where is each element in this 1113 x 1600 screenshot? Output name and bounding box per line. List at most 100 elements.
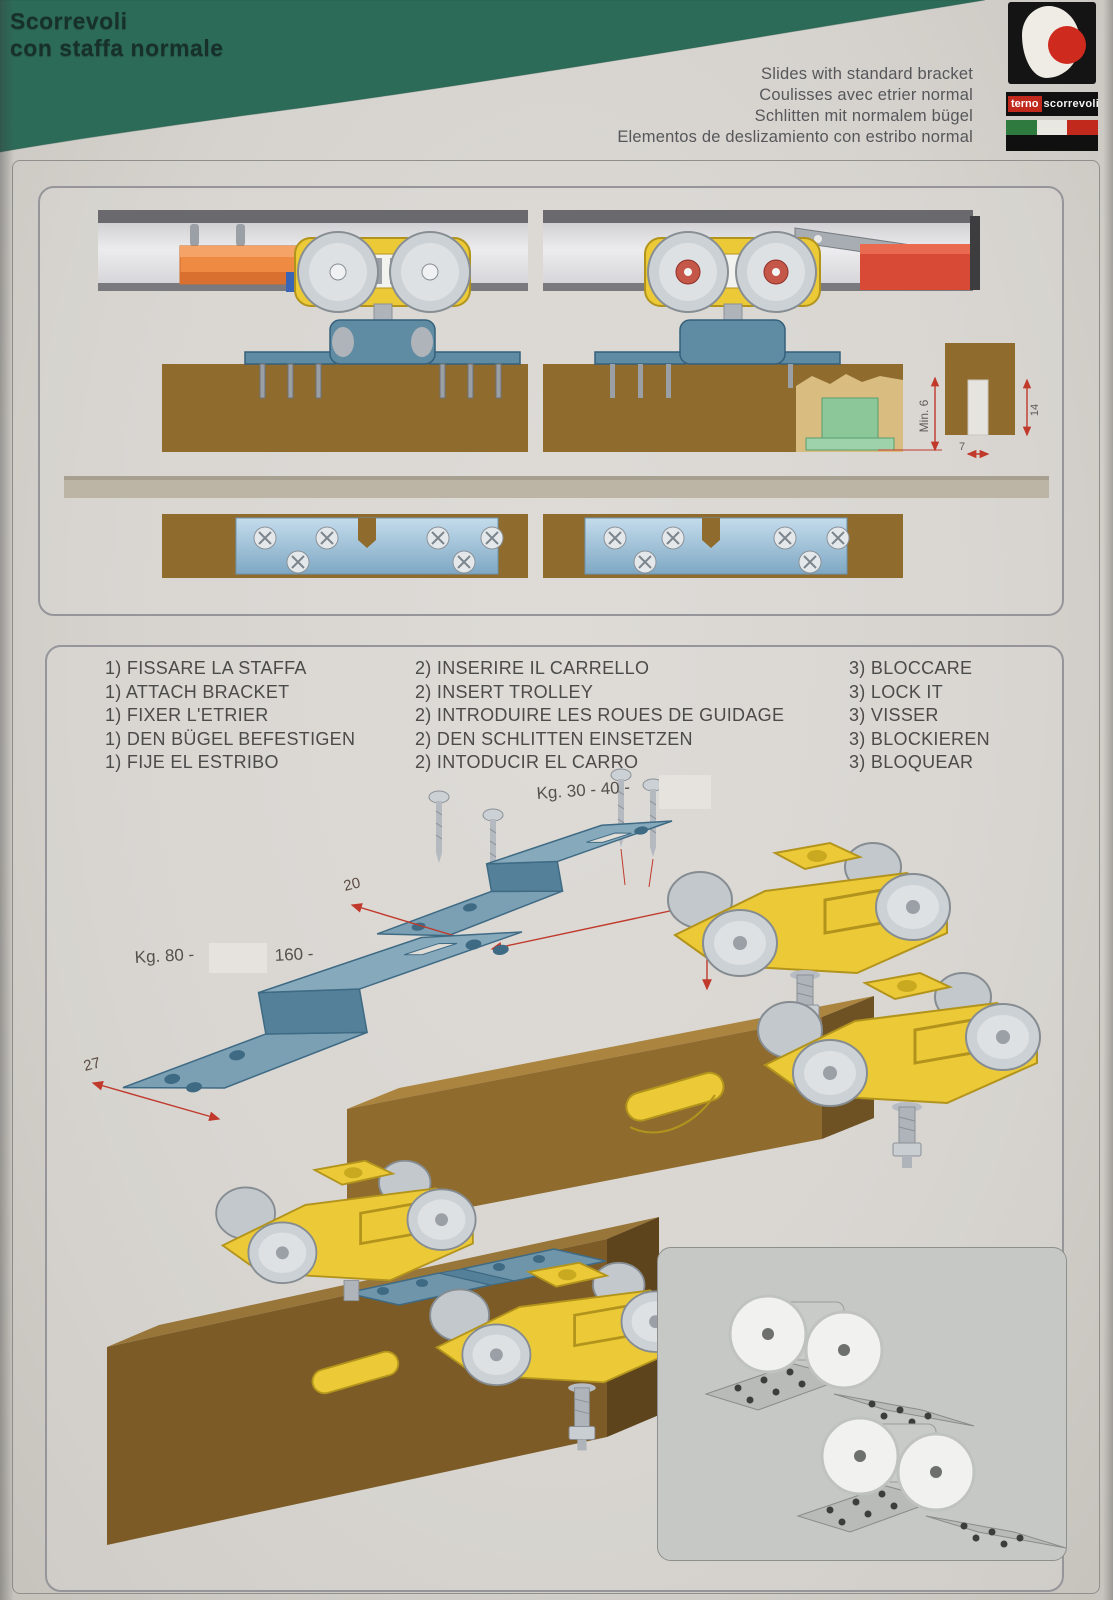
svg-text:7: 7 xyxy=(959,441,965,453)
svg-text:20: 20 xyxy=(342,874,362,895)
svg-text:14: 14 xyxy=(1029,404,1041,416)
trolley-iso-inserting xyxy=(311,1261,691,1451)
photo-trolley-assembly xyxy=(796,1416,1066,1549)
track-section-left xyxy=(98,210,528,452)
whiteout-patch xyxy=(209,943,267,973)
step1-de: 1) DEN BÜGEL BEFESTIGEN xyxy=(105,728,356,749)
step3-en: 3) LOCK IT xyxy=(849,681,944,702)
svg-text:Min. 6: Min. 6 xyxy=(917,399,931,432)
assembly-panel: 1) FISSARE LA STAFFA 1) ATTACH BRACKET 1… xyxy=(45,645,1067,1592)
routed-groove xyxy=(967,379,989,436)
logo-brand-rest: scorrevoli xyxy=(1043,98,1100,110)
trolley-iso-mounted xyxy=(215,1159,477,1302)
dimension-min6: Min. 6 xyxy=(878,376,942,452)
step1-it: 1) FISSARE LA STAFFA xyxy=(105,658,307,678)
weight-label-large-a: Kg. 80 - xyxy=(134,945,194,967)
step1-fr: 1) FIXER L'ETRIER xyxy=(105,705,269,725)
arm-hole xyxy=(814,235,822,243)
step2-en: 2) INSERT TROLLEY xyxy=(415,681,594,702)
floor-strip xyxy=(64,476,1049,498)
floor-strip-edge xyxy=(64,476,1049,480)
step3-it: 3) BLOCCARE xyxy=(849,658,973,678)
green-swoosh xyxy=(0,0,986,153)
italian-flag-stripe xyxy=(1006,120,1099,135)
bracket-screws xyxy=(259,363,502,399)
trolley-wheel-red-hub xyxy=(735,231,817,313)
step1-en: 1) ATTACH BRACKET xyxy=(105,681,290,702)
product-photo-inset xyxy=(657,1247,1067,1561)
svg-text:27: 27 xyxy=(82,1054,102,1075)
step3-es: 3) BLOQUEAR xyxy=(849,752,974,772)
dimension-7: 7 xyxy=(959,441,990,459)
trolley-bolt xyxy=(892,1102,922,1168)
bracket-bottom-view-left xyxy=(162,514,528,578)
product-photo-drawing xyxy=(704,1294,1066,1549)
subtitle-de: Schlitten mit normalem bügel xyxy=(754,107,973,125)
cross-section-panel: Min. 6 14 7 xyxy=(38,186,1064,616)
logo-bottom-band xyxy=(1006,135,1098,151)
trolley-iso xyxy=(667,841,951,1028)
subtitle-fr: Coulisses avec etrier normal xyxy=(759,86,973,104)
logo-wordmark: terno scorrevoli xyxy=(1006,92,1100,116)
instruction-step1: 1) FISSARE LA STAFFA 1) ATTACH BRACKET 1… xyxy=(105,657,355,775)
bracket-slot xyxy=(586,832,632,843)
door-panel-wood xyxy=(162,364,528,452)
trolley-wheel xyxy=(389,231,471,313)
instruction-step3: 3) BLOCCARE 3) LOCK IT 3) VISSER 3) BLOC… xyxy=(849,657,990,775)
step3-fr: 3) VISSER xyxy=(849,705,939,725)
flag-white xyxy=(1036,120,1068,135)
screw-slots xyxy=(258,531,499,569)
bracket-staffa xyxy=(594,319,841,365)
step1-es: 1) FIJE EL ESTRIBO xyxy=(105,752,279,772)
page-title-line1: Scorrevoli xyxy=(10,8,128,34)
assembly-drawing: Kg. 30 - 40 - 20 Kg. 80 - 160 - xyxy=(82,768,1041,1545)
step2-de: 2) DEN SCHLITTEN EINSETZEN xyxy=(415,728,693,749)
instruction-step2: 2) INSERIRE IL CARRELLO 2) INSERT TROLLE… xyxy=(415,657,784,775)
step2-fr: 2) INTRODUIRE LES ROUES DE GUIDAGE xyxy=(415,705,785,725)
logo-brand-bold: terno xyxy=(1008,96,1042,112)
subtitle-es: Elementos de deslizamiento con estribo n… xyxy=(617,128,973,146)
bracket-screws xyxy=(610,364,793,398)
whiteout-patch xyxy=(659,775,711,809)
track-section-right: Min. 6 14 7 xyxy=(543,210,1041,459)
buffer-highlight xyxy=(180,246,370,257)
page-title-line2: con staffa normale xyxy=(10,35,224,61)
photo-trolley-assembly xyxy=(704,1294,975,1427)
weight-label-large-b: 160 - xyxy=(274,944,314,965)
dimension-14: 14 xyxy=(1022,378,1041,437)
page-frame xyxy=(12,160,1100,1594)
logo-red-dot xyxy=(1048,26,1086,64)
step2-it: 2) INSERIRE IL CARRELLO xyxy=(415,658,650,678)
logo-mark xyxy=(1008,2,1096,84)
buffer-shadow xyxy=(180,272,308,284)
stop-highlight xyxy=(860,244,972,254)
trolley-wheel-red-hub xyxy=(647,231,729,313)
bracket-small-iso xyxy=(376,820,673,937)
floor-guide-base xyxy=(805,437,895,451)
cross-section-drawing: Min. 6 14 7 xyxy=(64,210,1049,578)
plate-notch xyxy=(702,518,720,548)
language-subtitles: Slides with standard bracket Coulisses a… xyxy=(617,64,973,148)
buffer-pin xyxy=(190,224,199,246)
flag-green xyxy=(1006,120,1037,135)
mounted-bracket-plates xyxy=(346,1248,607,1306)
screw-slots xyxy=(608,531,845,569)
brand-logo: terno scorrevoli xyxy=(1006,2,1100,152)
step2-es: 2) INTODUCIR EL CARRO xyxy=(415,752,639,772)
track-end-cap xyxy=(970,216,980,290)
page-title: Scorrevoli con staffa normale xyxy=(10,8,224,62)
flag-red xyxy=(1067,120,1099,135)
bracket-large-iso xyxy=(122,931,523,1093)
bracket-staffa xyxy=(244,319,521,365)
buffer-pin xyxy=(236,224,245,246)
trolley-iso-with-arm xyxy=(625,971,1041,1168)
bracket-slot xyxy=(404,942,458,956)
dimension-27: 27 xyxy=(82,1054,221,1122)
step3-de: 3) BLOCKIEREN xyxy=(849,728,990,749)
rail-top-wall xyxy=(98,210,528,223)
release-arm xyxy=(311,1350,400,1395)
floor-guide-green xyxy=(821,397,879,439)
bracket-roller xyxy=(332,327,354,357)
subtitle-en: Slides with standard bracket xyxy=(761,65,973,83)
